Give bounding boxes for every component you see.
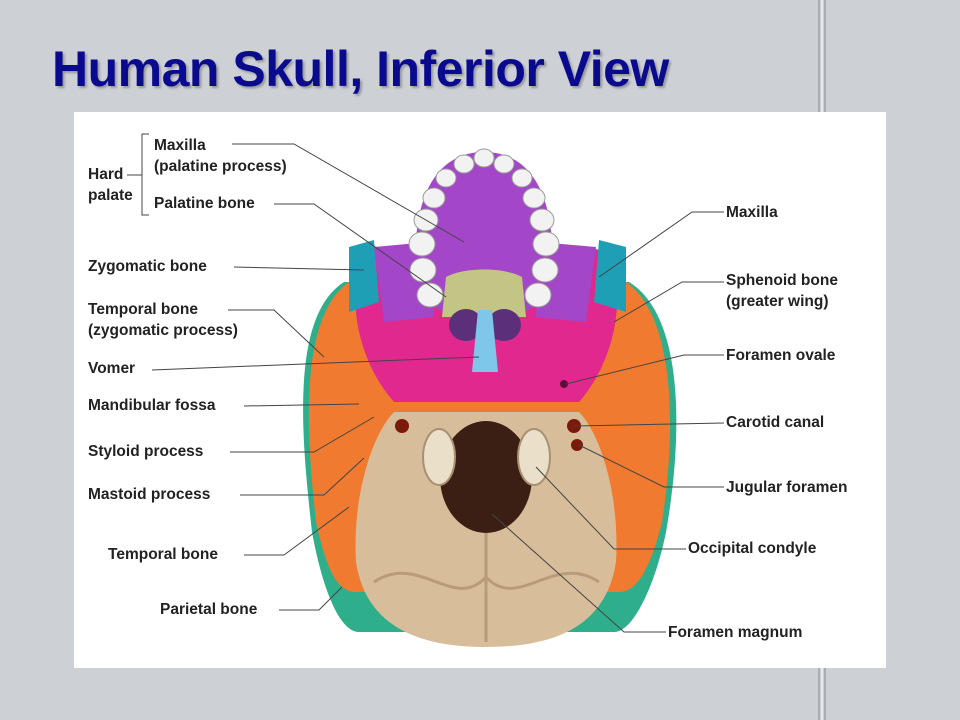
label-foramen-ovale: Foramen ovale bbox=[726, 347, 836, 364]
zygomatic-bone-shape-right bbox=[594, 240, 626, 312]
maxilla-shape bbox=[415, 152, 553, 313]
vomer-shape bbox=[472, 310, 498, 372]
label-hard-palate-line1: Hard bbox=[88, 166, 124, 183]
label-hard-palate-line2: palate bbox=[88, 187, 133, 204]
label-carotid-canal: Carotid canal bbox=[726, 414, 825, 431]
label-zygomatic-bone: Zygomatic bone bbox=[88, 258, 207, 275]
label-mandibular-fossa: Mandibular fossa bbox=[88, 397, 216, 414]
label-sphenoid-bone-line1: Sphenoid bone bbox=[726, 272, 838, 289]
skull-illustration bbox=[127, 133, 725, 647]
label-maxilla-palatine-line2: (palatine process) bbox=[154, 158, 287, 175]
choana-right bbox=[487, 309, 521, 341]
label-temporal-zygomatic-line2: (zygomatic process) bbox=[88, 322, 238, 339]
carotid-canal-shape-left bbox=[395, 419, 409, 433]
label-maxilla-palatine-line1: Maxilla bbox=[154, 137, 206, 154]
occipital-condyle-right bbox=[517, 428, 551, 486]
slide-title: Human Skull, Inferior View bbox=[52, 41, 669, 97]
label-parietal-bone: Parietal bone bbox=[160, 601, 258, 618]
choana-left bbox=[449, 309, 483, 341]
skull-diagram: Hard palate Maxilla (palatine process) P… bbox=[74, 112, 886, 668]
label-styloid-process: Styloid process bbox=[88, 443, 204, 460]
label-vomer: Vomer bbox=[88, 360, 136, 377]
zygomatic-bone-shape-left bbox=[349, 240, 379, 312]
foramen-ovale-shape bbox=[560, 380, 568, 388]
occipital-condyle-left bbox=[422, 428, 456, 486]
label-jugular-foramen: Jugular foramen bbox=[726, 479, 848, 496]
foramen-magnum-shape bbox=[440, 421, 532, 533]
label-occipital-condyle: Occipital condyle bbox=[688, 540, 817, 557]
label-mastoid-process: Mastoid process bbox=[88, 486, 211, 503]
label-temporal-zygomatic-line1: Temporal bone bbox=[88, 301, 198, 318]
teeth bbox=[408, 148, 560, 308]
label-palatine-bone: Palatine bone bbox=[154, 195, 255, 212]
label-sphenoid-bone-line2: (greater wing) bbox=[726, 293, 829, 310]
leader-lines bbox=[127, 133, 725, 633]
label-foramen-magnum: Foramen magnum bbox=[668, 624, 803, 641]
label-temporal-bone: Temporal bone bbox=[108, 546, 218, 563]
label-maxilla: Maxilla bbox=[726, 204, 778, 221]
jugular-foramen-shape bbox=[571, 439, 583, 451]
palatine-bone-shape bbox=[442, 269, 526, 317]
